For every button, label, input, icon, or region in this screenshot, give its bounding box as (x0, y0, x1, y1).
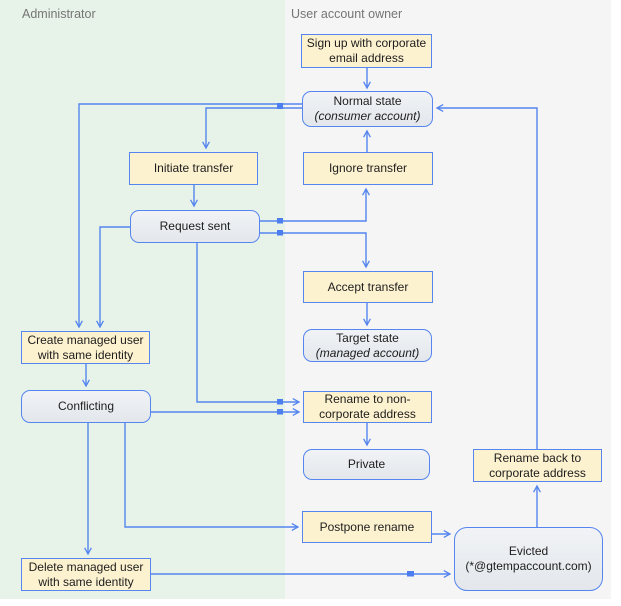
node-request-sent: Request sent (130, 210, 260, 243)
node-normal-state-title: Normal state (333, 94, 402, 108)
node-evicted: Evicted (*@gtempaccount.com) (454, 527, 603, 591)
node-evicted-title: Evicted (508, 544, 549, 558)
node-delete-managed-user-label: Delete managed user with same identity (28, 559, 144, 589)
node-create-managed-user-label: Create managed user with same identity (27, 332, 144, 362)
node-rename-back: Rename back to corporate address (473, 449, 602, 482)
node-evicted-subtitle: (*@gtempaccount.com) (465, 559, 592, 573)
node-target-state-title: Target state (336, 330, 399, 345)
edge-request-to-accept (260, 232, 370, 269)
edge-normal-to-create (75, 103, 302, 329)
node-ignore-transfer: Ignore transfer (303, 152, 433, 185)
node-normal-state-subtitle: (consumer account) (314, 109, 421, 123)
lane-label-administrator: Administrator (22, 7, 96, 21)
node-sign-up: Sign up with corporate email address (301, 34, 432, 68)
edge-request-to-ignore (260, 187, 370, 222)
node-ignore-transfer-label: Ignore transfer (328, 161, 408, 175)
node-rename-non-corporate: Rename to non-corporate address (303, 391, 432, 423)
node-private: Private (303, 449, 430, 480)
node-rename-non-corporate-label: Rename to non-corporate address (319, 392, 416, 421)
node-initiate-transfer-label: Initiate transfer (153, 161, 234, 175)
edge-normal-to-initiate (202, 107, 302, 150)
node-delete-managed-user: Delete managed user with same identity (21, 558, 151, 591)
lane-administrator (0, 0, 285, 599)
node-conflicting-title: Conflicting (57, 399, 115, 413)
node-normal-state: Normal state (consumer account) (302, 91, 433, 127)
node-accept-transfer-label: Accept transfer (327, 279, 409, 294)
node-sign-up-label: Sign up with corporate email address (306, 36, 427, 65)
edge-conflicting-to-postpone (124, 423, 300, 531)
node-request-sent-title: Request sent (159, 219, 231, 233)
node-postpone-rename-label: Postpone rename (319, 519, 415, 534)
edge-junction-markers (277, 103, 414, 577)
node-target-state-subtitle: (managed account) (315, 345, 420, 360)
node-target-state: Target state (managed account) (303, 329, 432, 362)
lane-label-user-account-owner: User account owner (291, 7, 403, 21)
node-accept-transfer: Accept transfer (303, 271, 433, 303)
node-private-title: Private (347, 457, 386, 471)
edge-request-to-rename-noncorp (196, 243, 301, 406)
node-rename-back-label: Rename back to corporate address (489, 450, 586, 480)
node-conflicting: Conflicting (21, 390, 151, 423)
edge-request-to-create (96, 226, 130, 329)
node-create-managed-user: Create managed user with same identity (21, 331, 150, 364)
edge-rename-back-to-normal (435, 104, 538, 449)
node-postpone-rename: Postpone rename (302, 511, 432, 543)
node-initiate-transfer: Initiate transfer (129, 152, 258, 185)
